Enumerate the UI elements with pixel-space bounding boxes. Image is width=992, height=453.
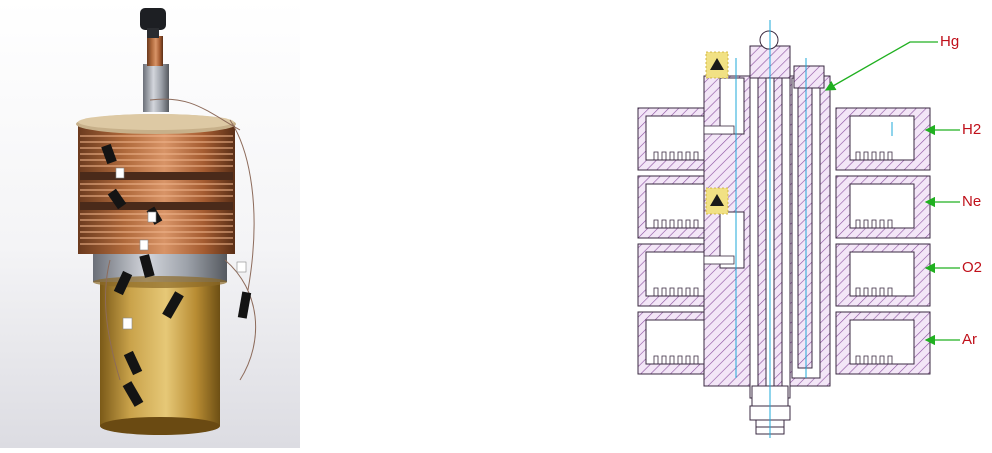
apparatus-photo [0, 0, 300, 448]
label-o2: O2 [962, 259, 983, 276]
central-body [703, 30, 831, 435]
connectors [101, 143, 252, 407]
electrode-tips [705, 51, 729, 215]
cross-section-svg [637, 20, 960, 438]
ports [703, 125, 735, 265]
apparatus-photo-svg [0, 0, 300, 448]
label-hg: Hg [940, 33, 960, 50]
lead-wires [104, 98, 257, 381]
label-ar: Ar [962, 331, 977, 348]
label-ne: Ne [962, 193, 982, 210]
centerlines [735, 20, 893, 438]
leader-arrows [824, 41, 960, 346]
winding-teeth [653, 151, 893, 364]
cross-section-diagram: Hg H2 Ne O2 Ar [620, 18, 992, 438]
label-tags [115, 167, 247, 330]
label-h2: H2 [962, 121, 982, 138]
